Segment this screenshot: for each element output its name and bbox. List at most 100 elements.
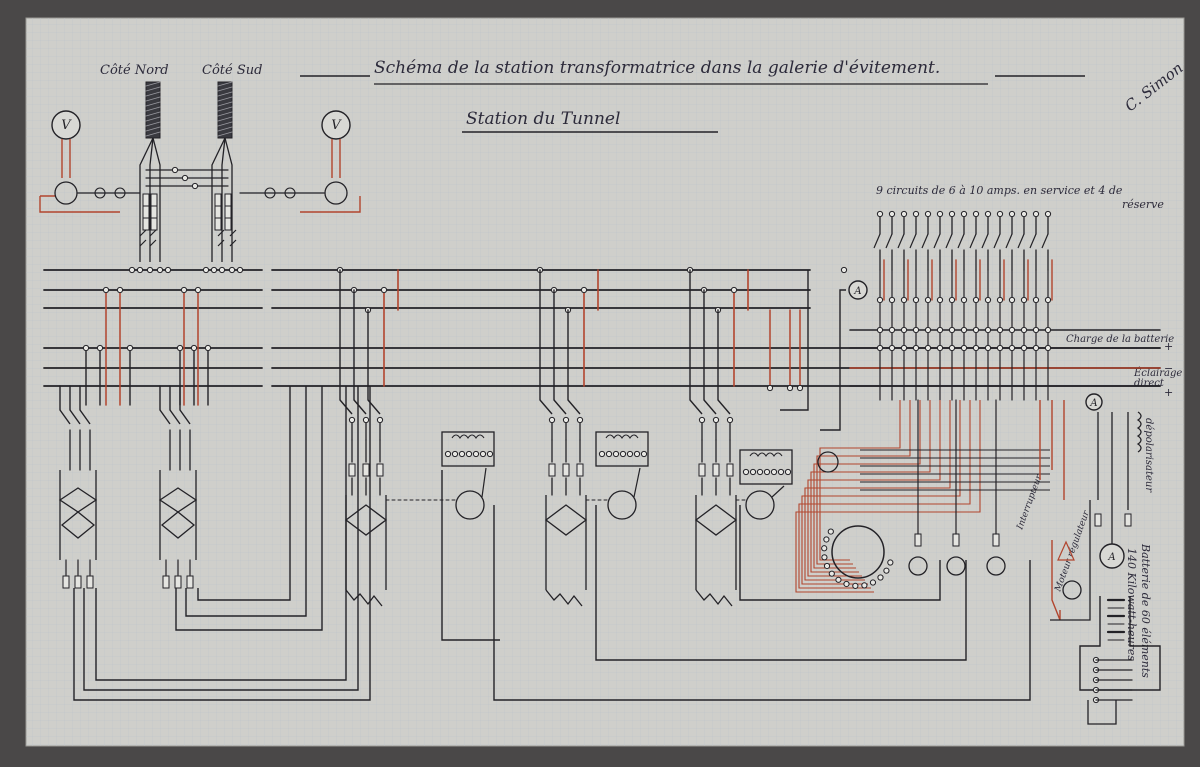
terminal <box>763 468 771 476</box>
fuse-icon <box>726 463 734 477</box>
fuse-icon <box>162 575 170 589</box>
switch-icon <box>139 229 237 237</box>
terminal <box>210 266 218 274</box>
terminal <box>204 344 212 352</box>
switch-icon <box>873 233 881 249</box>
return-line <box>197 386 291 601</box>
red-bundle <box>819 400 901 561</box>
red-bundle <box>798 400 971 589</box>
terminal <box>128 266 136 274</box>
plug-icon <box>695 589 733 607</box>
terminal <box>1020 210 1028 218</box>
minus-sign: − <box>1164 362 1173 375</box>
switch-icon <box>703 399 717 415</box>
terminal <box>960 344 968 352</box>
terminal <box>1032 296 1040 304</box>
terminal <box>472 450 480 458</box>
cable-feed-nord <box>149 137 154 262</box>
switch-icon <box>169 409 181 425</box>
terminal <box>730 286 738 294</box>
terminal <box>924 344 932 352</box>
switch-icon <box>897 233 905 249</box>
terminal <box>1008 210 1016 218</box>
terminal <box>126 344 134 352</box>
fuse-icon <box>348 463 356 477</box>
voltmeter-right-label: V <box>331 118 342 133</box>
terminal <box>821 554 828 561</box>
terminal <box>116 286 124 294</box>
cable-hatch <box>217 81 233 87</box>
terminal <box>900 210 908 218</box>
cable-hatch <box>145 106 161 112</box>
fuse-icon <box>214 217 222 231</box>
fuse-icon <box>576 463 584 477</box>
terminal <box>984 344 992 352</box>
terminal <box>887 559 894 566</box>
wire <box>1097 412 1129 544</box>
terminal <box>827 528 834 535</box>
return-line <box>595 505 967 661</box>
regulator-wheel <box>831 525 885 579</box>
switch-icon <box>159 409 171 425</box>
terminal <box>840 266 848 274</box>
terminal <box>465 450 473 458</box>
terminal <box>576 416 584 424</box>
terminal <box>194 286 202 294</box>
label-eclairage: Éclairage <box>1133 367 1182 379</box>
switch-icon <box>933 233 941 249</box>
terminal <box>948 326 956 334</box>
motor-regulator-icon <box>1062 580 1082 600</box>
terminal <box>912 326 920 334</box>
return-line <box>185 386 307 617</box>
cable-hatch <box>217 111 233 117</box>
red-wire <box>1051 540 1061 621</box>
cable-hatch <box>217 91 233 97</box>
terminal <box>1008 296 1016 304</box>
terminal <box>612 450 620 458</box>
switch-icon <box>539 399 553 415</box>
motor-icon <box>607 490 637 520</box>
switch-icon <box>717 399 731 415</box>
terminal <box>777 468 785 476</box>
terminal <box>348 416 356 424</box>
red-bundle <box>804 400 951 581</box>
fuse-icon <box>62 575 70 589</box>
terminal <box>698 416 706 424</box>
ammeter-bus-label: A <box>853 286 861 297</box>
switch-icon <box>921 233 929 249</box>
terminal <box>633 450 641 458</box>
ammeter-right-label: A <box>1089 398 1097 409</box>
cable-feed-sud <box>211 137 226 262</box>
resistor-icon <box>749 452 783 457</box>
fuse-icon <box>712 463 720 477</box>
return-line <box>175 386 323 631</box>
fuse-icon <box>952 533 960 547</box>
voltmeter-left <box>51 110 81 140</box>
label-batterie-1: Batterie de 60 éléments <box>1139 543 1152 678</box>
terminal <box>458 450 466 458</box>
terminal <box>960 296 968 304</box>
red-wire <box>39 195 120 213</box>
terminal <box>888 296 896 304</box>
ammeter-right <box>1085 393 1103 411</box>
terminal <box>996 344 1004 352</box>
cable-hatch <box>145 91 161 97</box>
wire <box>345 495 387 590</box>
terminal <box>924 296 932 304</box>
wire <box>59 470 97 560</box>
voltmeter-right <box>321 110 351 140</box>
terminal <box>756 468 764 476</box>
fuse-icon <box>150 193 158 207</box>
cable-feed-nord <box>152 137 161 262</box>
switch-icon <box>689 399 703 415</box>
cable-feed-nord <box>139 137 154 262</box>
cable-hatch <box>145 111 161 117</box>
terminal <box>1020 296 1028 304</box>
lamp-icon <box>986 556 1006 576</box>
diagram-title: Schéma de la station transformatrice dan… <box>374 58 940 78</box>
terminal <box>876 296 884 304</box>
terminal <box>828 570 835 577</box>
terminal <box>912 210 920 218</box>
red-bundle <box>801 400 961 585</box>
